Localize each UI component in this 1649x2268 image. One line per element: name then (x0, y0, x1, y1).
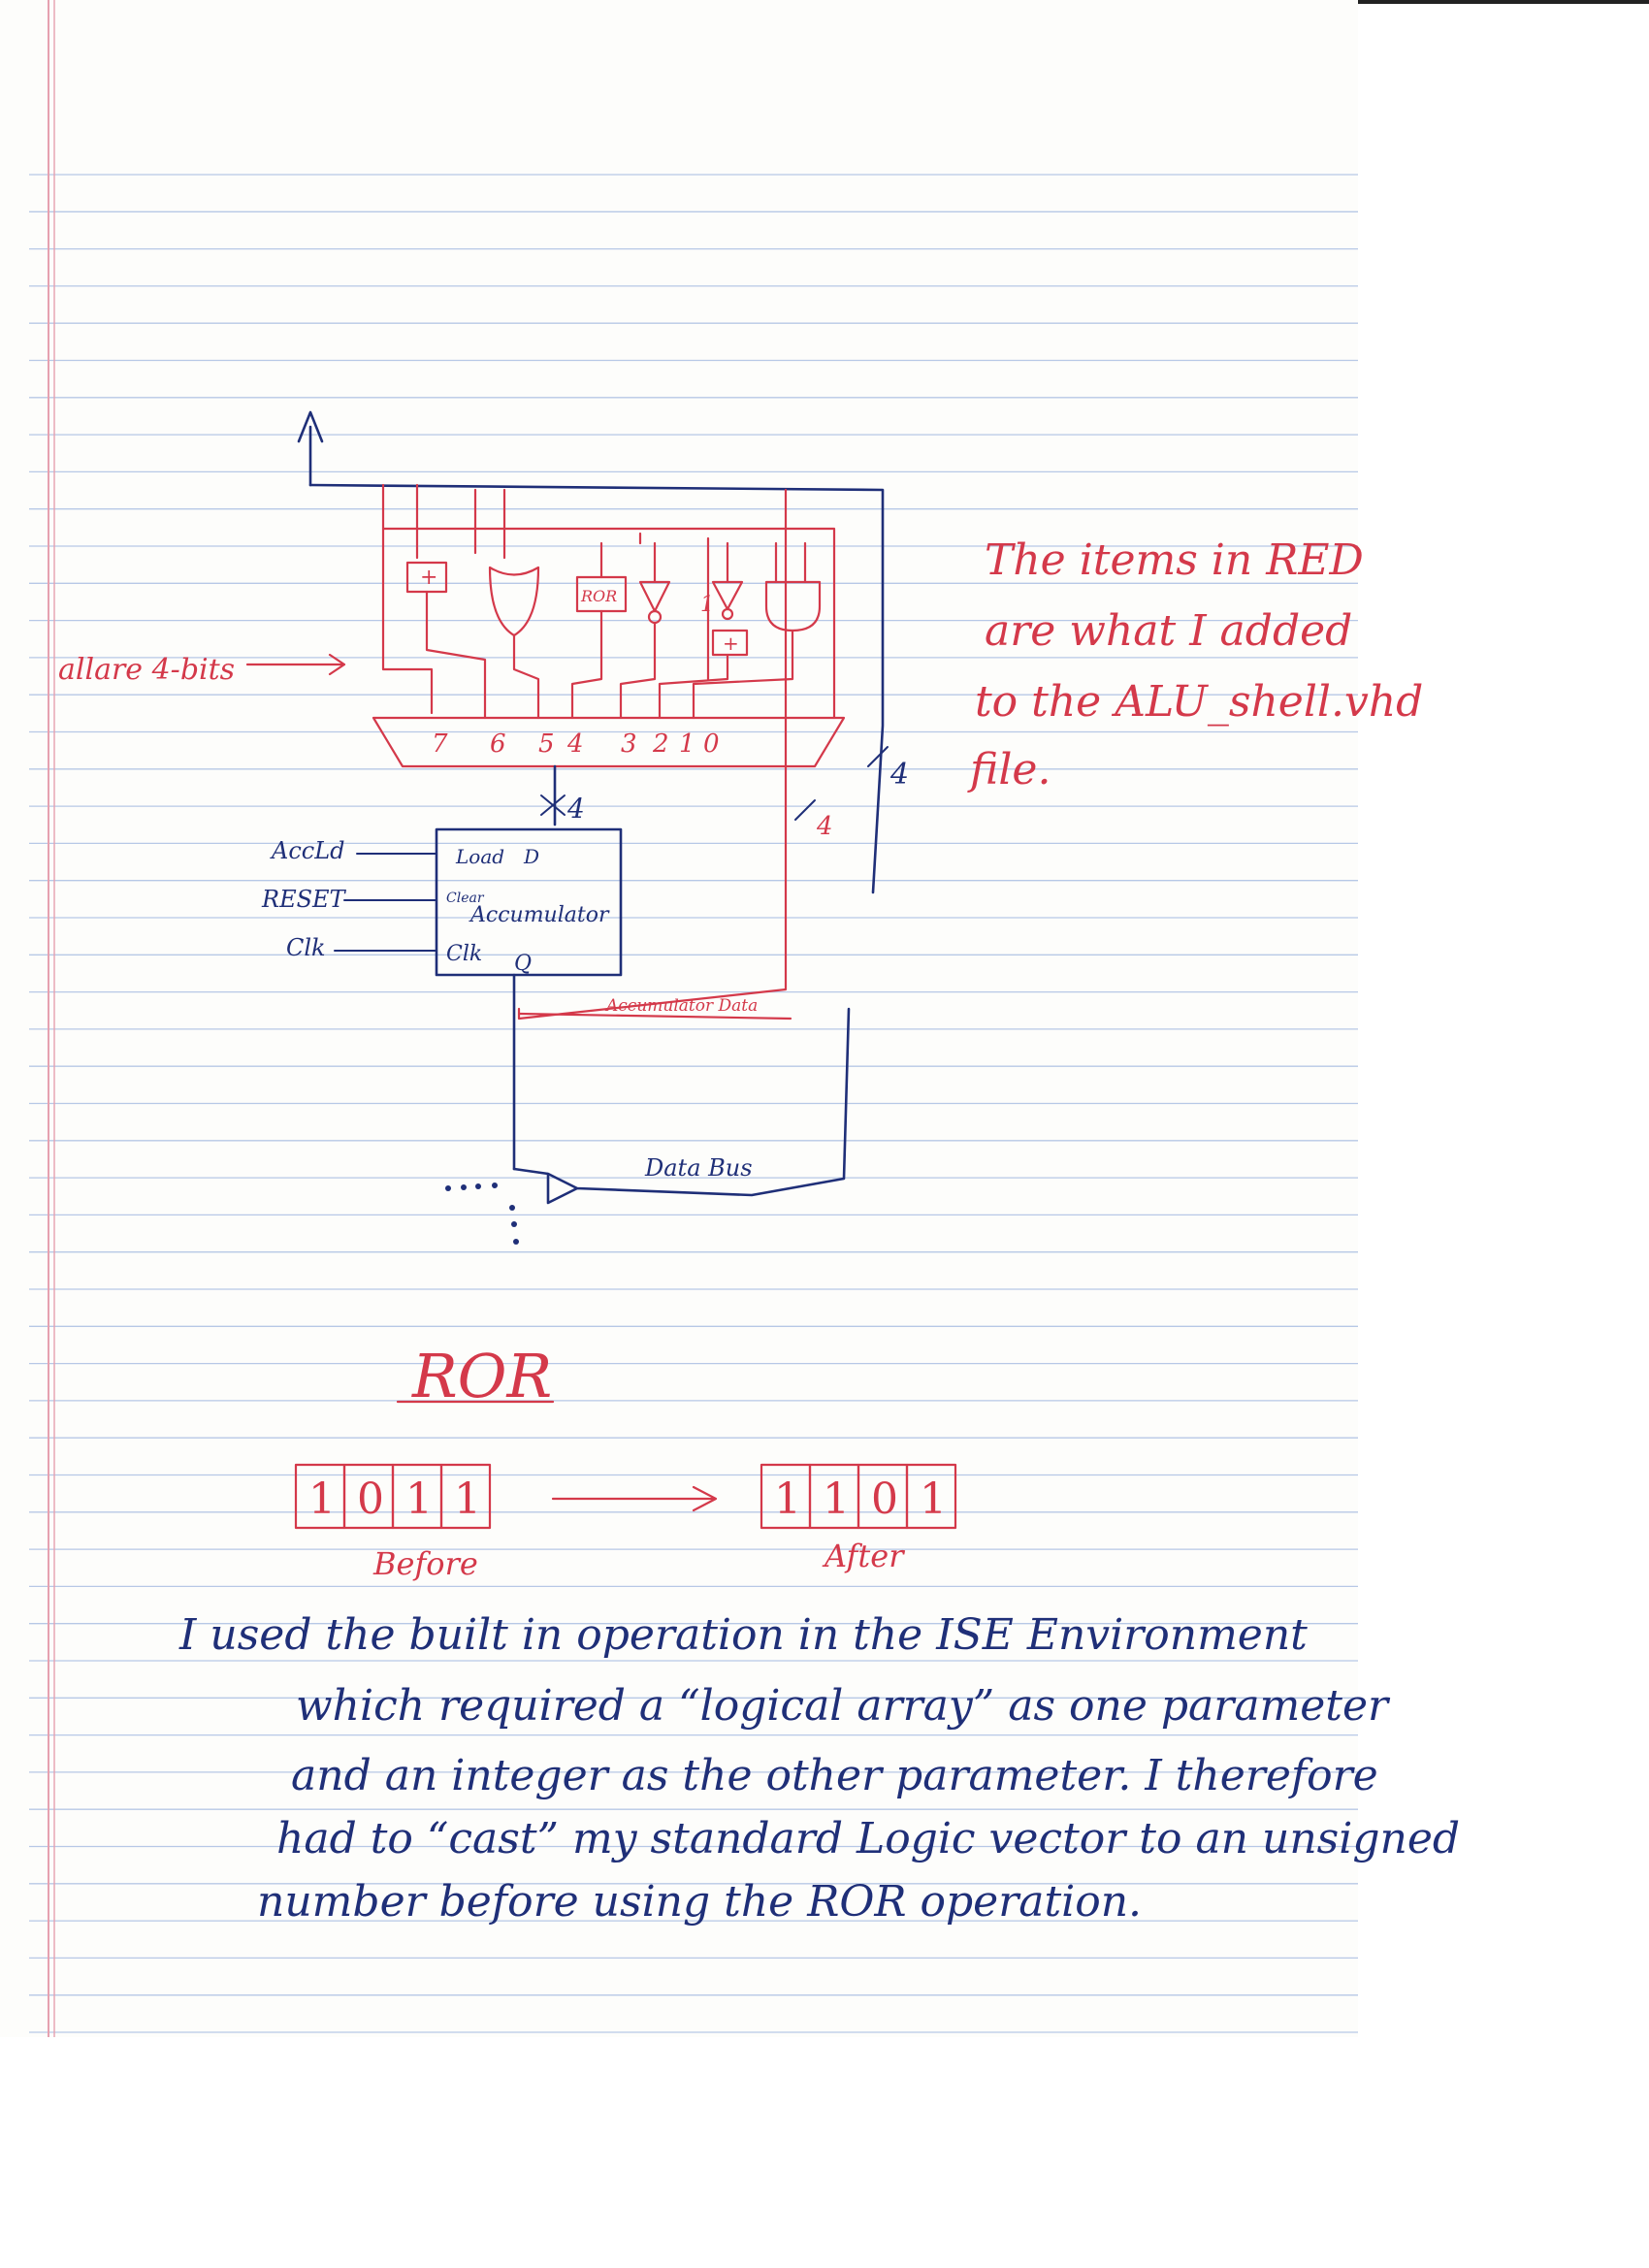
input-clk: Clk (286, 934, 326, 961)
and-gate (764, 580, 822, 632)
accumulator-data-label: Accumulator Data (604, 996, 758, 1016)
explanation-line-1: I used the built in operation in the ISE… (178, 1610, 1308, 1660)
before-label: Before (372, 1545, 478, 1582)
data-bus-buffer (512, 1007, 851, 1205)
left-note-arrow (245, 653, 346, 676)
mux-input-label: 1 (679, 729, 695, 759)
red-note-line-1: The items in RED (985, 535, 1364, 585)
continuation-dots (445, 1183, 519, 1245)
red-note: The items in RED are what I added to the… (967, 535, 1423, 794)
scan-background-right (1358, 0, 1649, 2037)
wire-3 (619, 541, 657, 720)
wire-5 (512, 633, 540, 720)
bus-width-feedback: 4 (816, 812, 833, 841)
bit-cell (905, 1463, 957, 1530)
acc-clear-pin: Clear (446, 891, 485, 906)
not-bubble-2 (721, 607, 734, 621)
output-arrow (297, 410, 324, 487)
mux-input-label: 5 (538, 729, 555, 759)
not-gate (638, 580, 671, 613)
bit-cell (439, 1463, 492, 1530)
wire-1 (692, 541, 807, 720)
bus-slash-red (794, 799, 816, 821)
bit-value: 1 (454, 1474, 481, 1524)
bit-value: 1 (308, 1474, 336, 1524)
input-accld: AccLd (270, 837, 345, 864)
bus-slash-top (540, 794, 566, 816)
not-gate-2 (711, 580, 744, 611)
explanation-line-2: which required a “logical array” as one … (296, 1681, 1391, 1731)
data-bus-label: Data Bus (644, 1154, 753, 1182)
or-gate (488, 566, 540, 637)
bus-slash-blue (867, 746, 889, 767)
adder-block-2 (711, 629, 749, 657)
input-wires (334, 853, 437, 952)
output-bus-line (308, 483, 885, 894)
left-note: allare 4-bits (58, 653, 235, 687)
input-reset: RESET (261, 886, 347, 913)
acc-title: Accumulator (469, 903, 610, 927)
explanation-line-5: number before using the ROR operation. (257, 1877, 1142, 1927)
mux (372, 716, 846, 768)
bit-value: 0 (871, 1474, 898, 1524)
wire-2 (658, 541, 729, 720)
wire-7 (381, 483, 434, 715)
adder-symbol: + (420, 566, 437, 590)
ror-block-label: ROR (580, 587, 617, 605)
acc-data-wire (517, 1012, 792, 1021)
acc-clk-pin: Clk (446, 942, 482, 966)
red-note-line-2: are what I added (985, 606, 1352, 656)
wire-misc (638, 532, 710, 681)
mux-input-label: 4 (566, 729, 584, 759)
acc-d-pin: D (523, 845, 539, 868)
wire-4 (570, 541, 603, 720)
wire-top-bus (381, 527, 836, 720)
explanation-line-3: and an integer as the other parameter. I… (291, 1751, 1378, 1800)
after-label: After (822, 1538, 905, 1574)
mux-input-label: 3 (621, 729, 637, 759)
wire-6 (425, 590, 487, 720)
mux-input-label: 0 (703, 729, 720, 759)
mux-input-label: 6 (490, 729, 506, 759)
scan-background-bottom (0, 2037, 1649, 2268)
ror-arrow (551, 1485, 718, 1512)
bit-value: 0 (357, 1474, 384, 1524)
explanation-line-4: had to “cast” my standard Logic vector t… (276, 1814, 1460, 1863)
accumulator-box (435, 827, 623, 977)
acc-load-pin: Load (455, 845, 504, 868)
bit-value: 1 (405, 1474, 433, 1524)
bus-width-databus: 4 (889, 758, 909, 792)
explanation: I used the built in operation in the ISE… (178, 1610, 1460, 1927)
acc-q-pin: Q (514, 952, 532, 976)
scan-edge-line (1358, 0, 1649, 4)
bit-value: 1 (920, 1474, 947, 1524)
adder-symbol-2: + (723, 632, 739, 655)
bit-value: 1 (774, 1474, 801, 1524)
mux-input-label: 7 (432, 729, 448, 759)
red-note-line-4: file. (967, 745, 1051, 794)
bus-width-top: 4 (566, 793, 585, 825)
mux-input-label: 2 (652, 729, 669, 759)
bit-value: 1 (823, 1474, 850, 1524)
red-note-line-3: to the ALU_shell.vhd (975, 677, 1423, 727)
ror-heading: ROR (411, 1341, 552, 1411)
ruled-lines (29, 174, 1358, 2033)
